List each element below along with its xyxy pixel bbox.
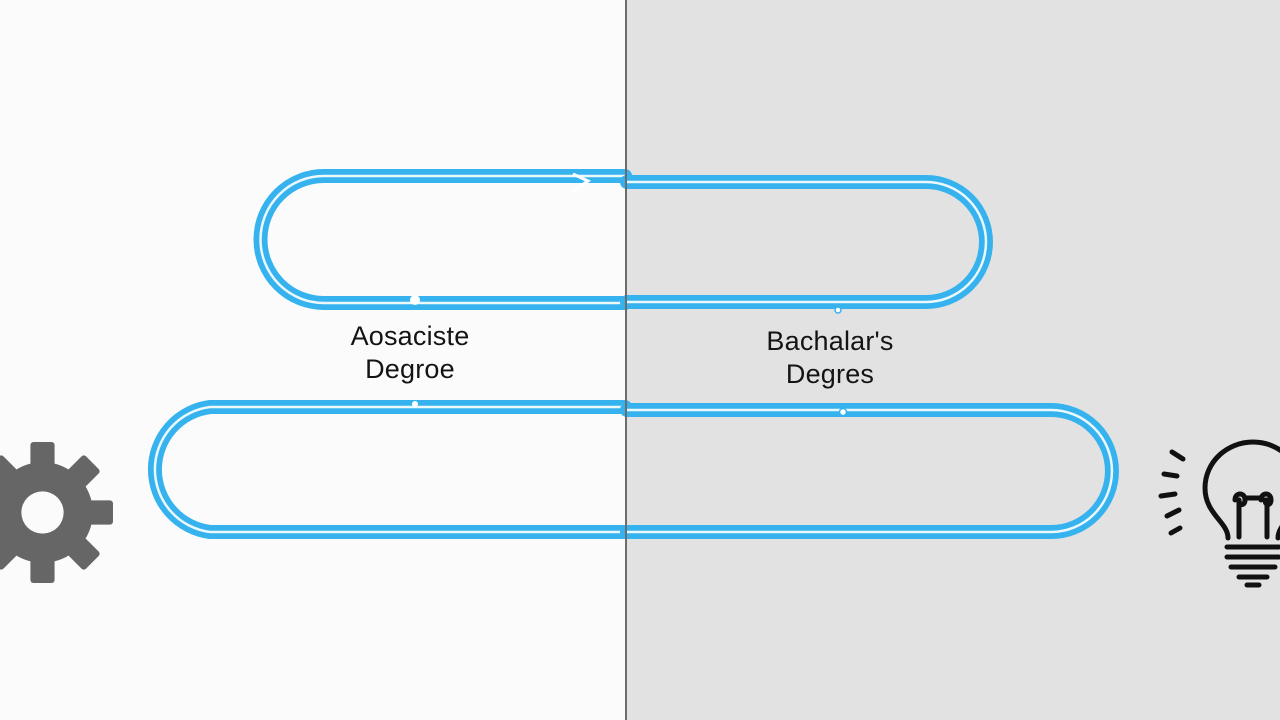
associate-degree-label-line1: Aosaciste bbox=[350, 321, 470, 351]
associate-degree-label-line2: Degroe bbox=[365, 354, 455, 384]
arrow-marker bbox=[572, 172, 592, 193]
left-panel bbox=[0, 0, 626, 720]
upper-loop-track-right bbox=[620, 175, 993, 309]
associate-degree-label: Aosaciste Degroe bbox=[300, 320, 520, 386]
bachelors-degree-label: Bachalar's Degres bbox=[720, 325, 940, 391]
lower-loop-track-right bbox=[620, 403, 1119, 539]
right-panel bbox=[627, 0, 1280, 720]
dot-marker bbox=[412, 401, 418, 407]
dot-marker bbox=[834, 306, 842, 314]
bachelors-degree-label-line1: Bachalar's bbox=[766, 326, 894, 356]
dot-marker bbox=[838, 407, 848, 417]
lower-loop bbox=[147, 400, 1119, 539]
gear-icon bbox=[0, 442, 113, 583]
lower-loop-track bbox=[147, 400, 632, 539]
bachelors-degree-label-line2: Degres bbox=[785, 359, 875, 389]
track-markers bbox=[410, 172, 848, 417]
upper-loop bbox=[253, 169, 993, 310]
upper-loop-track bbox=[253, 169, 632, 310]
dot-marker bbox=[410, 295, 420, 305]
panel-divider bbox=[625, 0, 627, 720]
lightbulb-icon bbox=[1158, 439, 1280, 588]
